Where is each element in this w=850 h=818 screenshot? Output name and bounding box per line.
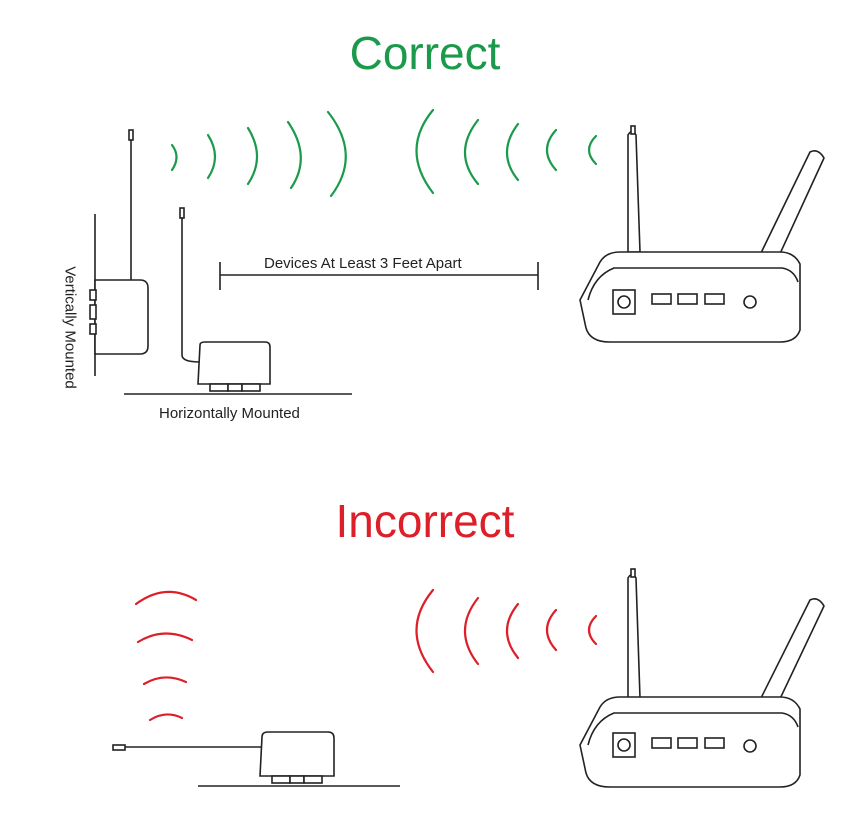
router-correct — [579, 125, 825, 343]
signal-wave — [464, 118, 480, 186]
signal-wave — [545, 128, 558, 172]
signal-wave — [587, 614, 598, 646]
router-signal-waves — [415, 108, 598, 195]
correct-title: Correct — [349, 27, 501, 79]
signal-wave — [170, 143, 178, 172]
horizontal-mount-label: Horizontally Mounted — [159, 405, 300, 422]
signal-wave — [326, 110, 347, 198]
distance-marker — [219, 262, 539, 290]
router-incorrect — [579, 568, 825, 788]
signal-wave — [142, 676, 188, 686]
signal-wave — [136, 632, 194, 644]
sensor-signal-waves-incorrect — [134, 590, 198, 722]
signal-wave — [506, 122, 520, 182]
horizontal-sensor-incorrect — [112, 731, 335, 784]
vertical-mount-label: Vertically Mounted — [61, 266, 79, 389]
signal-wave — [587, 134, 598, 166]
incorrect-title: Incorrect — [335, 495, 515, 547]
vertical-sensor — [89, 129, 149, 355]
signal-wave — [246, 126, 259, 186]
signal-wave — [545, 608, 558, 652]
sensor-signal-waves — [170, 110, 347, 198]
signal-wave — [148, 713, 184, 722]
signal-wave — [415, 108, 435, 195]
signal-wave — [464, 596, 480, 666]
signal-wave — [506, 602, 520, 660]
signal-wave — [286, 120, 302, 190]
distance-label: Devices At Least 3 Feet Apart — [264, 255, 462, 272]
horizontal-sensor — [179, 207, 271, 392]
router-signal-waves-incorrect — [415, 588, 598, 674]
signal-wave — [415, 588, 435, 674]
signal-wave — [206, 133, 217, 180]
signal-wave — [134, 590, 198, 606]
